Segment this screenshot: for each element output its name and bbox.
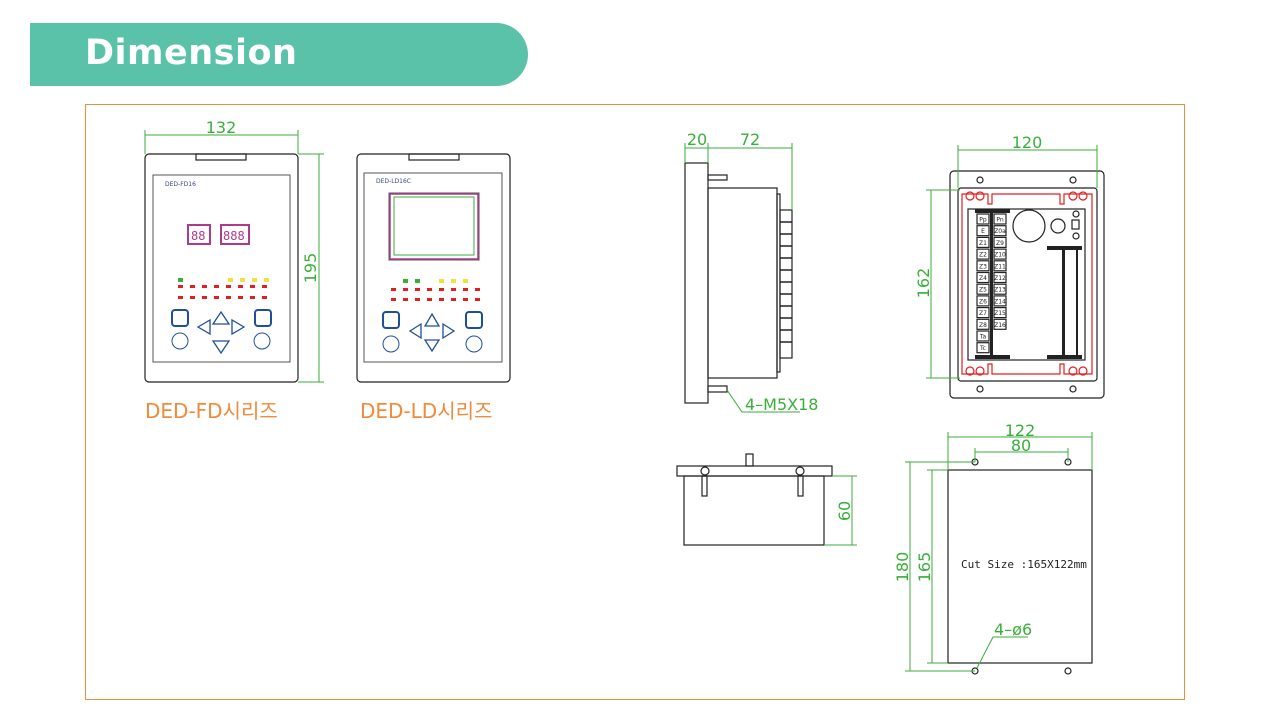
front-view-ld: DED-LD16C DED-LD시리즈 bbox=[356, 153, 511, 423]
terminal-label: Z8 bbox=[979, 322, 987, 329]
terminal bbox=[976, 213, 990, 225]
terminal-label: Z14 bbox=[994, 298, 1006, 305]
terminal bbox=[993, 307, 1007, 319]
terminal bbox=[976, 236, 990, 248]
terminal bbox=[976, 225, 990, 237]
terminal bbox=[976, 260, 990, 272]
terminal-label: Z6 bbox=[979, 298, 987, 305]
terminal-label: Pp bbox=[979, 217, 987, 224]
terminal-label: Z12 bbox=[994, 275, 1006, 282]
terminal-label: Z11 bbox=[994, 263, 1006, 270]
terminal-label: Z0a bbox=[994, 228, 1006, 235]
terminal-label: Z13 bbox=[994, 287, 1006, 294]
svg-text:88: 88 bbox=[191, 229, 205, 243]
series-label-ld: DED-LD시리즈 bbox=[360, 399, 492, 423]
body-depth-dimension: 72 bbox=[740, 130, 760, 149]
terminal bbox=[993, 225, 1007, 237]
series-label-fd: DED-FD시리즈 bbox=[145, 399, 278, 423]
cutout-outer-width-dimension: 122 bbox=[1005, 421, 1036, 440]
terminal bbox=[993, 271, 1007, 284]
terminal-label: Z1 bbox=[979, 240, 987, 247]
front-view-fd: DED-FD16 88 888 132 195 DED-FD시리즈 bbox=[144, 118, 324, 423]
terminal-label: Z9 bbox=[996, 240, 1004, 247]
side-view: 20 72 4–M5X18 bbox=[684, 130, 818, 414]
terminal-label: Z7 bbox=[979, 310, 987, 317]
height-dimension: 195 bbox=[301, 253, 320, 284]
terminal bbox=[993, 260, 1007, 272]
terminal-label: Z15 bbox=[994, 310, 1006, 317]
svg-text:888: 888 bbox=[223, 229, 245, 243]
hole-note: 4–ø6 bbox=[994, 620, 1032, 639]
terminal bbox=[976, 248, 990, 260]
model-label: DED-LD16C bbox=[376, 178, 411, 185]
width-dimension: 132 bbox=[206, 118, 237, 137]
hole-spacing-dimension: 80 bbox=[1011, 436, 1031, 455]
terminal bbox=[976, 271, 990, 284]
terminal-label: Z10 bbox=[994, 252, 1006, 259]
cutout-outer-height-dimension: 180 bbox=[893, 552, 912, 583]
terminal-label: E bbox=[981, 228, 985, 235]
terminal bbox=[993, 318, 1007, 330]
terminal bbox=[993, 236, 1007, 248]
terminal-label: Pn bbox=[996, 217, 1004, 224]
rear-width-dimension: 120 bbox=[1012, 133, 1043, 152]
cut-size-note: Cut Size :165X122mm bbox=[961, 558, 1087, 571]
terminal-label: Z16 bbox=[994, 322, 1006, 329]
terminal bbox=[976, 330, 990, 342]
terminal bbox=[993, 213, 1007, 225]
terminal bbox=[976, 318, 990, 330]
terminal-label: Tc bbox=[979, 345, 986, 352]
terminal-label: Z2 bbox=[979, 252, 987, 259]
bottom-height-dimension: 60 bbox=[835, 501, 854, 521]
panel-depth-dimension: 20 bbox=[687, 130, 707, 149]
terminal bbox=[993, 295, 1007, 307]
terminal bbox=[976, 307, 990, 319]
terminal-label: Z4 bbox=[979, 275, 987, 282]
terminal bbox=[976, 342, 990, 354]
bottom-view: 60 bbox=[676, 453, 857, 546]
cut-height-dimension: 165 bbox=[915, 552, 934, 583]
panel-cutout: 122 80 180 165 Cut Size :165X122mm 4–ø6 bbox=[893, 421, 1093, 675]
terminal bbox=[976, 295, 990, 307]
screw-note: 4–M5X18 bbox=[745, 395, 818, 414]
model-label: DED-FD16 bbox=[165, 181, 196, 188]
terminal-label: Z5 bbox=[979, 287, 987, 294]
drawing-frame bbox=[85, 104, 1185, 700]
terminal-label: Ta bbox=[979, 334, 987, 341]
terminal bbox=[993, 248, 1007, 260]
rear-height-dimension: 162 bbox=[914, 268, 933, 299]
terminal-label: Z3 bbox=[979, 263, 987, 270]
page-title: Dimension bbox=[85, 33, 298, 73]
terminal bbox=[993, 283, 1007, 295]
title-banner: Dimension bbox=[30, 23, 528, 86]
terminal bbox=[976, 283, 990, 295]
